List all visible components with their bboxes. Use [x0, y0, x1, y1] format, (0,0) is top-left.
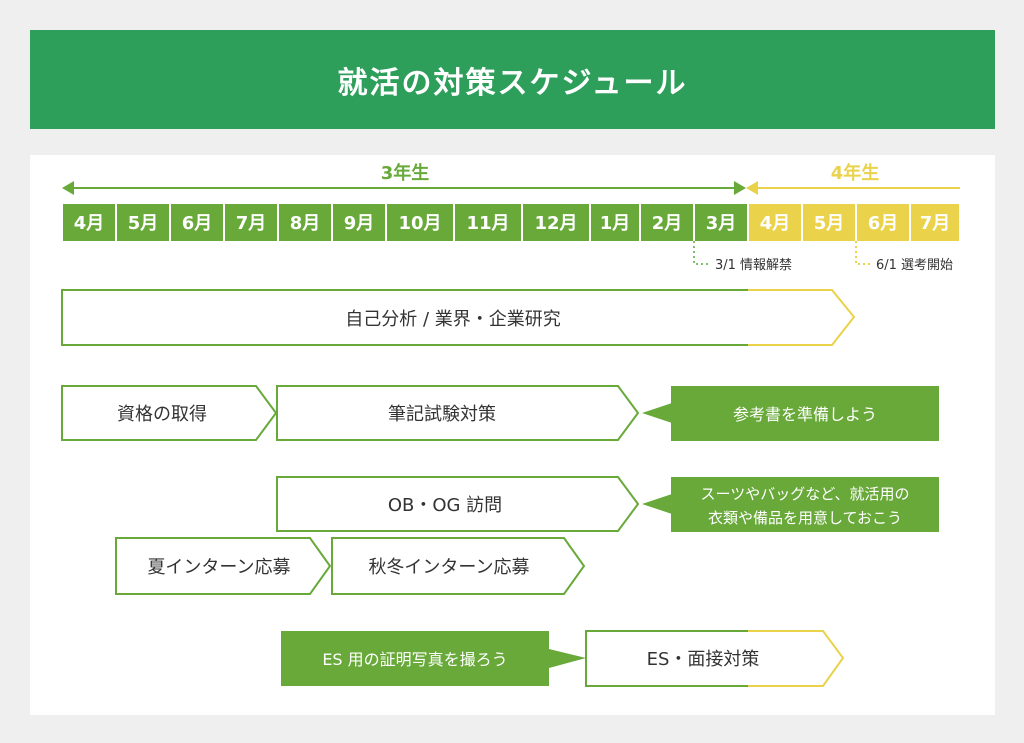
milestone-info-release: 3/1 情報解禁 — [693, 241, 792, 273]
month-label: 2月 — [652, 213, 683, 234]
month-label: 6月 — [182, 213, 213, 234]
month-cell — [279, 204, 331, 241]
month-cell — [387, 204, 453, 241]
month-cell — [225, 204, 277, 241]
page-title: 就活の対策スケジュール — [30, 30, 995, 129]
month-label: 5月 — [814, 213, 845, 234]
year3-range-arrow — [62, 181, 746, 195]
task-summer-intern-label: 夏インターン応募 — [147, 557, 290, 578]
task-summer-intern: 夏インターン応募 — [115, 537, 332, 595]
month-label: 3月 — [706, 213, 737, 234]
month-label: 7月 — [920, 213, 951, 234]
milestone-selection-start-label: 6/1 選考開始 — [876, 258, 953, 273]
month-cell — [911, 204, 959, 241]
month-timeline: 4月 5月 6月 7月 8月 9月 10月 11月 12月 1月 2月 3月 4月 5月 6月 7月 — [63, 204, 959, 241]
note-suit-line1: スーツやバッグなど、就活用の — [701, 485, 910, 503]
month-label: 6月 — [868, 213, 899, 234]
task-self-analysis-label: 自己分析 / 業界・企業研究 — [345, 309, 561, 330]
month-label: 7月 — [236, 213, 267, 234]
schedule-diagram: 3年生 4年生 4月 5月 6月 7月 8月 9月 10月 11月 12月 1月 2月 3月 4月 5月 6… — [61, 162, 960, 687]
month-label: 1月 — [600, 213, 631, 234]
task-qualification: 資格の取得 — [61, 385, 278, 441]
month-label: 5月 — [128, 213, 159, 234]
note-suit-preparation: スーツやバッグなど、就活用の 衣類や備品を用意しておこう — [642, 477, 939, 532]
month-cell — [641, 204, 693, 241]
month-cell — [857, 204, 909, 241]
month-label: 4月 — [74, 213, 105, 234]
month-cell — [749, 204, 801, 241]
task-es-interview-label: ES・面接対策 — [647, 649, 760, 670]
month-label: 4月 — [760, 213, 791, 234]
task-written-test: 筆記試験対策 — [276, 385, 640, 441]
month-label: 8月 — [290, 213, 321, 234]
note-reference-book-text: 参考書を準備しよう — [733, 405, 877, 424]
year3-label: 3年生 — [381, 162, 430, 184]
task-es-interview: ES・面接対策 — [585, 630, 845, 687]
month-label: 11月 — [466, 213, 509, 234]
year4-label: 4年生 — [831, 162, 880, 184]
month-label: 10月 — [398, 213, 441, 234]
task-written-test-label: 筆記試験対策 — [388, 404, 496, 425]
task-ob-og-visit-label: OB・OG 訪問 — [388, 495, 502, 516]
month-cell — [117, 204, 169, 241]
month-cell — [523, 204, 589, 241]
task-autumn-winter-intern-label: 秋冬インターン応募 — [368, 557, 529, 578]
milestone-selection-start: 6/1 選考開始 — [855, 241, 953, 273]
task-ob-og-visit: OB・OG 訪問 — [276, 476, 640, 532]
task-autumn-winter-intern: 秋冬インターン応募 — [331, 537, 586, 595]
month-label: 12月 — [534, 213, 577, 234]
note-id-photo-text: ES 用の証明写真を撮ろう — [322, 650, 507, 669]
month-cell — [333, 204, 385, 241]
milestone-info-release-label: 3/1 情報解禁 — [715, 258, 792, 273]
month-cell — [455, 204, 521, 241]
note-reference-book: 参考書を準備しよう — [642, 386, 939, 441]
year4-range-arrow — [746, 181, 960, 195]
month-cell — [695, 204, 747, 241]
note-id-photo: ES 用の証明写真を撮ろう — [281, 631, 586, 686]
schedule-panel: 3年生 4年生 4月 5月 6月 7月 8月 9月 10月 11月 12月 1月 2月 3月 4月 5月 6… — [30, 155, 995, 715]
task-self-analysis: 自己分析 / 業界・企業研究 — [61, 289, 856, 346]
month-label: 9月 — [344, 213, 375, 234]
month-cell — [803, 204, 855, 241]
note-suit-line2: 衣類や備品を用意しておこう — [708, 509, 902, 527]
task-qualification-label: 資格の取得 — [117, 404, 207, 425]
month-cell — [63, 204, 115, 241]
month-cell — [171, 204, 223, 241]
month-cell — [591, 204, 639, 241]
